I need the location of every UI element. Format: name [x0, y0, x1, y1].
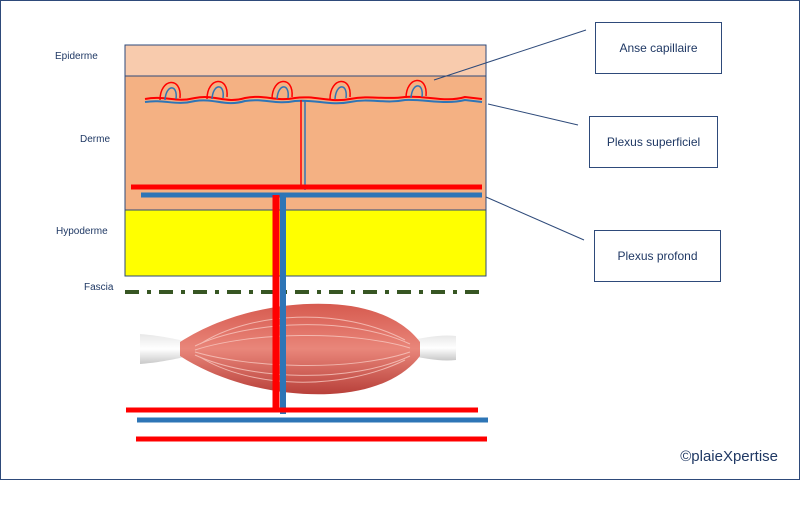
leader-plexus-profond	[485, 196, 585, 241]
muscle-illustration	[140, 303, 456, 395]
label-epiderme: Epiderme	[55, 51, 98, 62]
anse-capillaire-loops	[159, 79, 427, 101]
epiderme-layer	[124, 44, 487, 77]
label-hypoderme: Hypoderme	[56, 226, 108, 237]
callout-anse-capillaire: Anse capillaire	[595, 22, 722, 74]
plexus-superficiel-vein	[144, 98, 483, 105]
label-derme: Derme	[80, 134, 111, 145]
callout-plexus-profond: Plexus profond	[594, 230, 721, 282]
callout-plexus-superficiel: Plexus superficiel	[589, 116, 718, 168]
leader-anse-capillaire	[433, 29, 587, 81]
label-fascia: Fascia	[84, 282, 114, 293]
hypoderme-layer	[124, 209, 487, 277]
plexus-superficiel-artery	[144, 95, 483, 102]
copyright-text: ©plaieXpertise	[680, 448, 778, 465]
leader-plexus-superficiel	[487, 103, 579, 126]
